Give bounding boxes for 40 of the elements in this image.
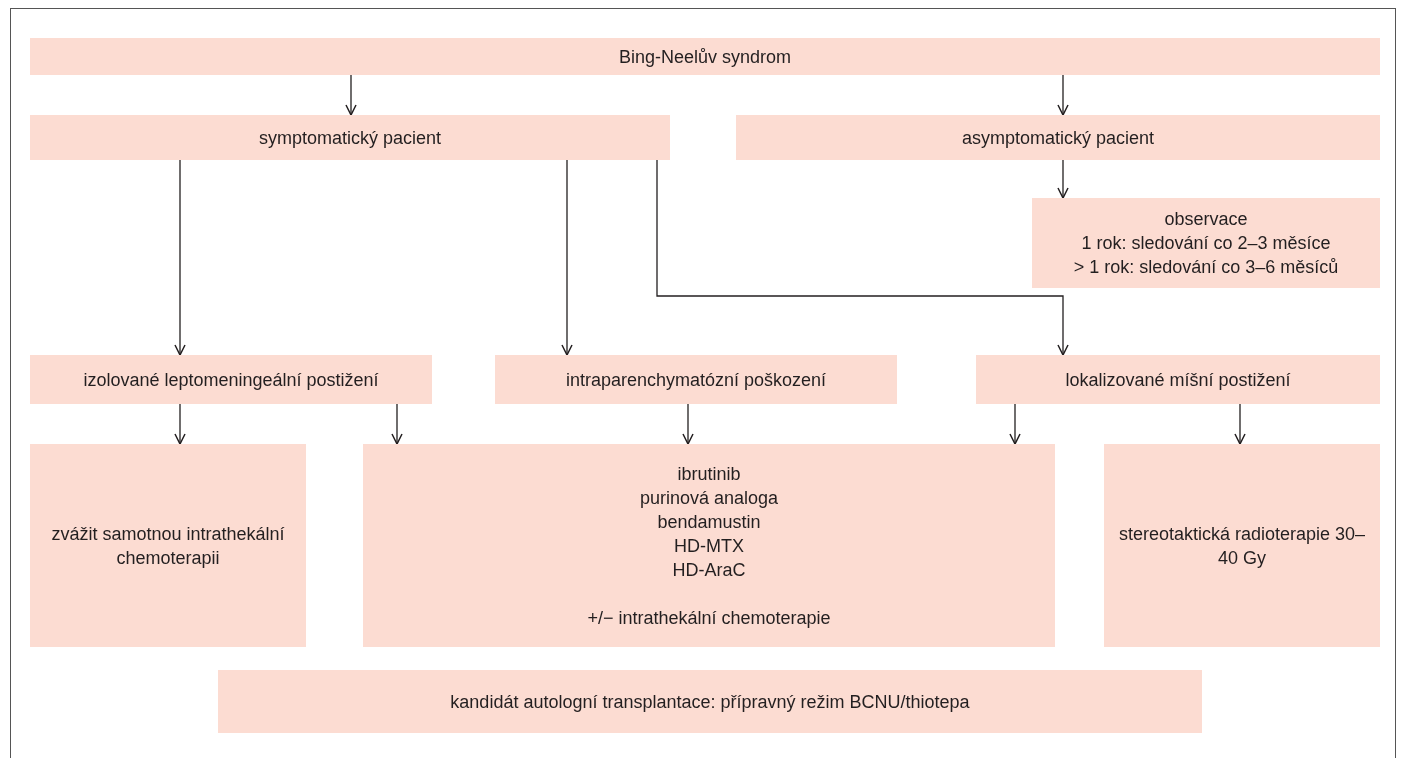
process-box <box>363 444 1055 647</box>
process-box <box>495 355 897 404</box>
box-text: intraparenchymatózní poškození <box>565 368 827 392</box>
arrow <box>561 159 573 356</box>
box-text: > 1 rok: sledování co 3–6 měsíců <box>1073 256 1339 279</box>
box-text: +/− intrathekální chemoterapie <box>587 606 831 630</box>
arrow <box>1057 159 1069 199</box>
box-text: Bing-Neelův syndrom <box>618 45 792 69</box>
process-box <box>1032 198 1380 288</box>
box-text: observace <box>1164 208 1248 231</box>
box-text: stereotaktická radioterapie 30–40 Gy <box>1117 522 1367 570</box>
box-text: purinová analoga <box>639 486 779 510</box>
process-box <box>218 670 1202 733</box>
box-text: ibrutinib <box>677 462 741 486</box>
box-text: lokalizované míšní postižení <box>1065 368 1291 392</box>
box-text: kandidát autologní transplantace: přípravný režim BCNU/thiotepa <box>450 690 970 714</box>
arrow <box>174 159 186 356</box>
arrow <box>1234 403 1246 445</box>
box-text: 1 rok: sledování co 2–3 měsíce <box>1081 232 1331 255</box>
arrow <box>1057 74 1069 116</box>
process-box <box>736 115 1380 160</box>
arrow <box>1009 403 1021 445</box>
process-box <box>30 355 432 404</box>
process-box <box>976 355 1380 404</box>
arrow <box>345 74 357 116</box>
box-text: HD-AraC <box>672 558 746 582</box>
process-box <box>1104 444 1380 647</box>
process-box <box>30 38 1380 75</box>
process-box <box>30 115 670 160</box>
arrow <box>656 159 1069 356</box>
arrow <box>682 403 694 445</box>
arrow <box>391 403 403 445</box>
process-box <box>30 444 306 647</box>
box-text: asymptomatický pacient <box>961 126 1155 150</box>
box-text: symptomatický pacient <box>258 126 442 150</box>
box-text: bendamustin <box>657 510 761 534</box>
arrow <box>174 403 186 445</box>
box-text: zvážit samotnou intrathekální chemoterapii <box>50 522 286 570</box>
box-text: izolované leptomeningeální postižení <box>83 368 379 392</box>
box-text: HD-MTX <box>674 534 744 558</box>
